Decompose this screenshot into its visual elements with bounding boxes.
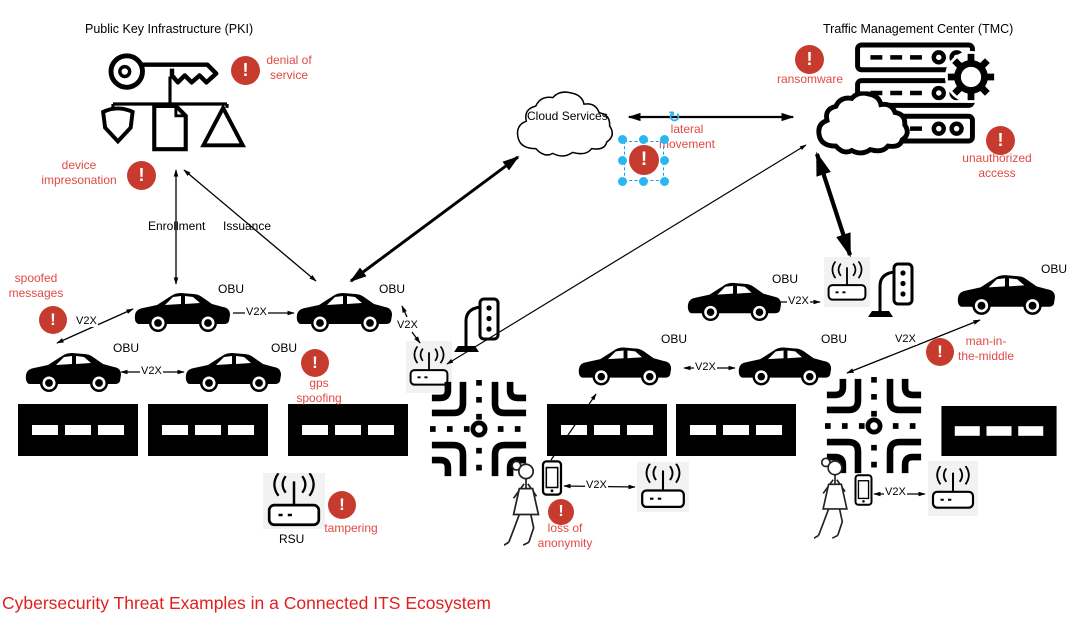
obu-label: OBU <box>271 341 298 355</box>
v2x-label: V2X <box>140 365 163 377</box>
ransomware-badge[interactable]: ! <box>795 45 824 74</box>
obu-label: OBU <box>821 332 848 346</box>
man-in-the-middle-label: man-in-the-middle <box>957 334 1015 363</box>
unauthorized-access-badge[interactable]: ! <box>986 126 1015 155</box>
selection-handle[interactable] <box>618 156 627 165</box>
obu-label: OBU <box>113 341 140 355</box>
v2x-label: V2X <box>245 306 268 318</box>
rsu-icon[interactable] <box>824 257 870 307</box>
v2x-label: V2X <box>75 315 98 327</box>
cloud-services-label: Cloud Services <box>527 109 608 123</box>
rotation-handle-icon[interactable]: ↻ <box>668 109 681 126</box>
spoofed-messages-badge[interactable]: ! <box>39 306 67 334</box>
rsu-icon[interactable] <box>928 461 978 516</box>
v2x-label: V2X <box>884 486 907 498</box>
v2x-label: V2X <box>694 361 717 373</box>
tampering-label: tampering <box>324 521 378 535</box>
obu-label: OBU <box>1041 262 1068 276</box>
v2x-label: V2X <box>396 319 419 331</box>
v2x-label: V2X <box>787 295 810 307</box>
rsu-icon[interactable] <box>406 341 452 393</box>
selection-handle[interactable] <box>618 135 627 144</box>
rsu-icon[interactable] <box>637 462 689 512</box>
loss-of-anonymity-badge[interactable]: ! <box>548 499 574 525</box>
selection-outline[interactable] <box>624 141 664 181</box>
v2x-label: V2X <box>894 333 917 345</box>
gps-spoofing-badge[interactable]: ! <box>301 349 329 377</box>
v2x-label: V2X <box>585 479 608 491</box>
tmc-title: Traffic Management Center (TMC) <box>823 22 1014 36</box>
selection-handle[interactable] <box>618 177 627 186</box>
rsu-icon[interactable] <box>263 473 325 529</box>
selection-handle[interactable] <box>639 135 648 144</box>
selection-handle[interactable] <box>660 135 669 144</box>
ransomware-label: ransomware <box>776 72 844 86</box>
selection-handle[interactable] <box>660 177 669 186</box>
device-impresonation-badge[interactable]: ! <box>127 161 156 190</box>
rsu-label: RSU <box>279 532 305 546</box>
denial-of-service-badge[interactable]: ! <box>231 56 260 85</box>
pki-title: Public Key Infrastructure (PKI) <box>85 22 254 36</box>
obu-label: OBU <box>379 282 406 296</box>
selection-handle[interactable] <box>639 177 648 186</box>
tampering-badge[interactable]: ! <box>328 491 356 519</box>
selection-handle[interactable] <box>660 156 669 165</box>
obu-label: OBU <box>218 282 245 296</box>
diagram-title: Cybersecurity Threat Examples in a Conne… <box>2 593 491 613</box>
